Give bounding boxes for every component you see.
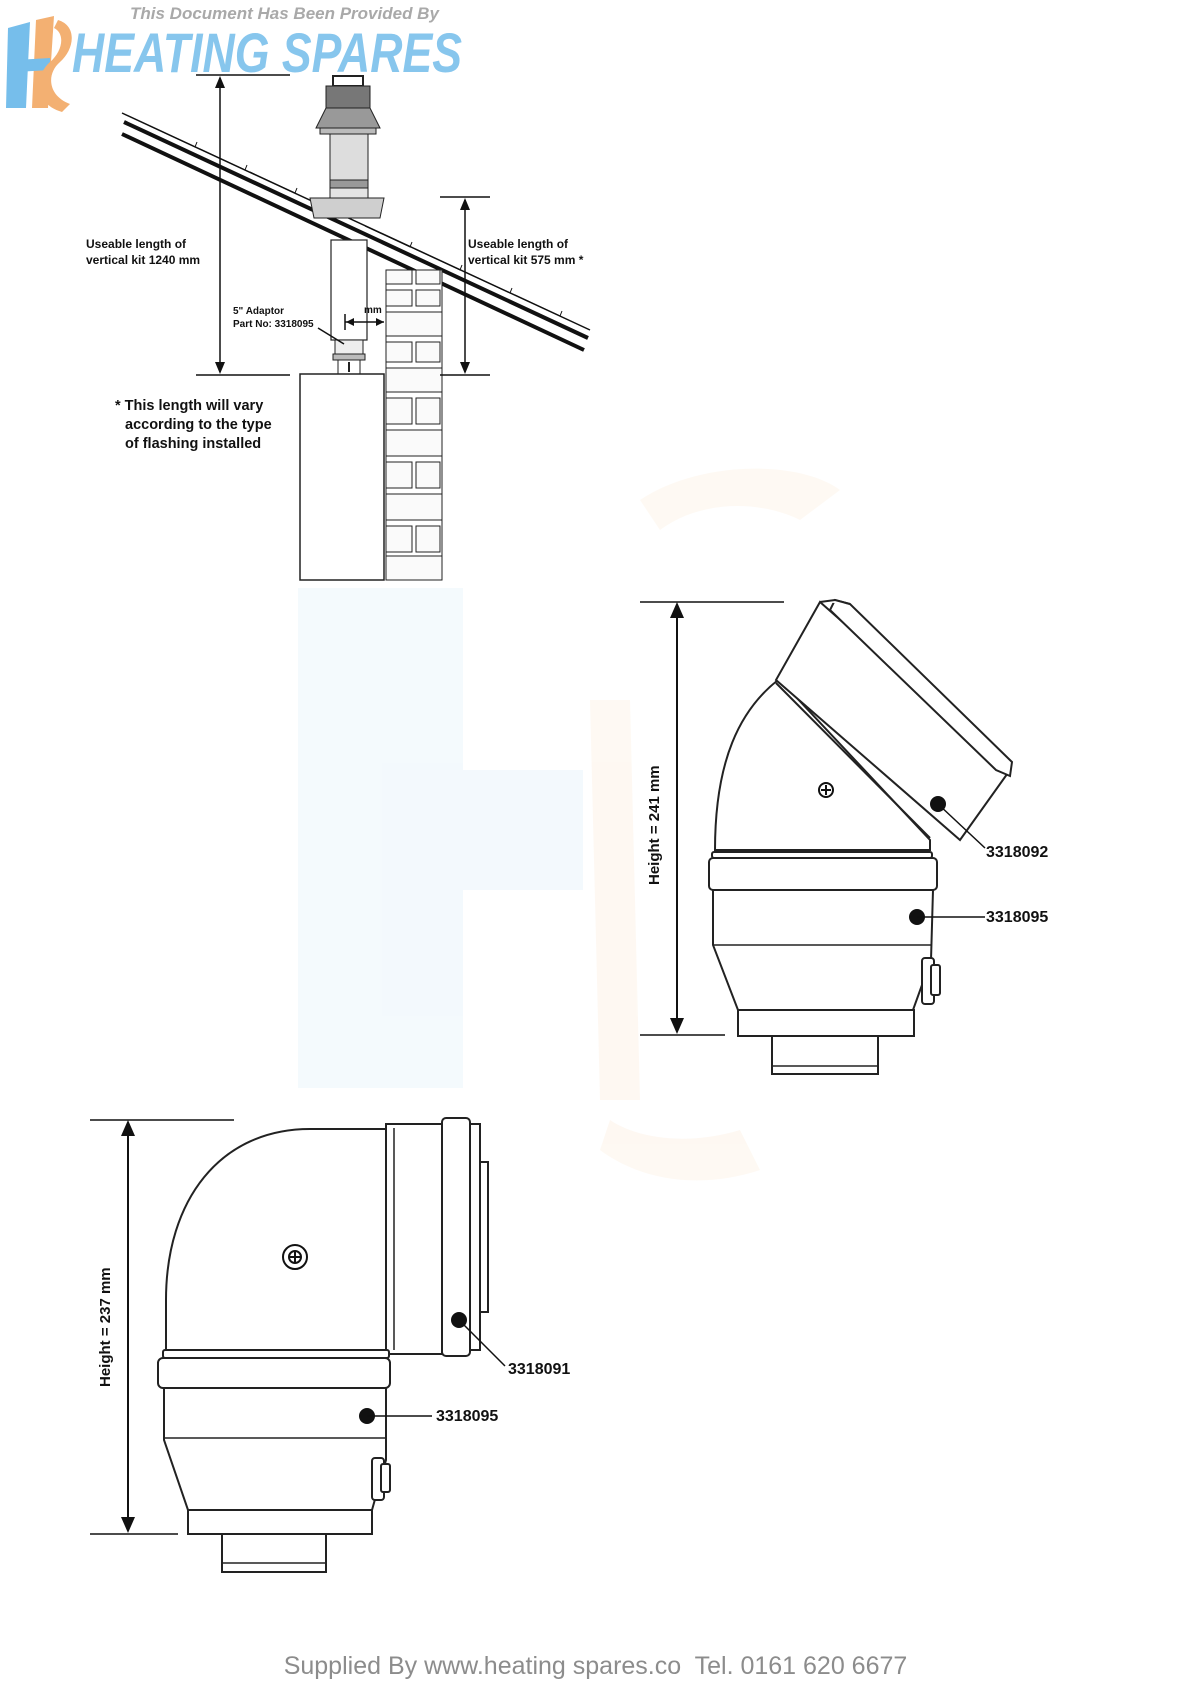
hs-logo-mark [6,16,72,112]
flue-installation-diagram: Useable length of vertical kit 1240 mm U… [86,74,591,581]
elbow-45-diagram: Height = 241 mm 3318092 3318095 [640,598,1048,1075]
vertical-flue-kit [309,75,385,375]
provided-by-text: This Document Has Been Provided By [130,4,440,23]
note-line-2: according to the type [125,417,272,433]
footer-phone: Tel. 0161 620 6677 [694,1652,908,1680]
right-length-label-1: Useable length of [468,237,569,251]
note-line-1: * This length will vary [115,398,263,414]
footer-website: Supplied By www.heating spares.co [283,1652,682,1680]
left-length-label-1: Useable length of [86,237,187,251]
elbow-45-height-label: Height = 241 mm [646,765,663,885]
right-length-label-2: vertical kit 575 mm * [468,253,584,267]
adaptor-label-2: Part No: 3318095 [233,319,314,330]
logo-text: HEATING SPARES [72,21,462,84]
adaptor-label-1: 5" Adaptor [233,306,284,317]
gap-unit-label: mm [364,305,382,316]
adaptor-leader [317,327,345,345]
elbow-45-part-upper: 3318092 [986,844,1048,861]
watermark-logo: HEATING SPARES This Document Has Been Pr… [6,4,840,1181]
elbow-90-height-label: Height = 237 mm [97,1267,114,1387]
dimension-1240 [196,74,290,376]
boiler-unit [299,373,385,581]
elbow-45-part-lower: 3318095 [986,909,1048,926]
elbow-90-part-lower: 3318095 [436,1408,498,1425]
elbow-90-part-upper: 3318091 [508,1361,570,1378]
left-length-label-2: vertical kit 1240 mm [86,253,200,267]
gap-dimension [344,314,384,330]
note-line-3: of flashing installed [125,436,261,452]
brick-wall [385,269,443,581]
dimension-575 [440,196,490,376]
footer-supplied-by: Supplied By www.heating spares.co Tel. 0… [0,1652,1191,1681]
elbow-90-diagram: Height = 237 mm 3318091 3318095 [90,1117,570,1573]
